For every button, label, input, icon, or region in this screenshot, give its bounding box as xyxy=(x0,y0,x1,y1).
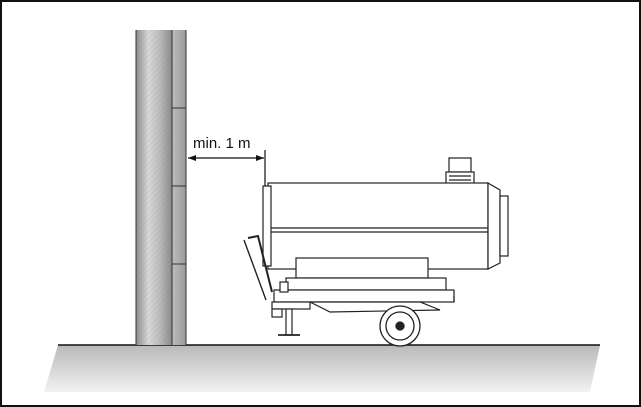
wheel-icon xyxy=(379,305,421,347)
clearance-arrow-icon xyxy=(188,150,266,192)
floor-icon xyxy=(44,344,600,392)
heater-icon xyxy=(243,157,509,336)
wall-icon xyxy=(135,30,187,345)
clearance-label: min. 1 m xyxy=(193,135,251,152)
